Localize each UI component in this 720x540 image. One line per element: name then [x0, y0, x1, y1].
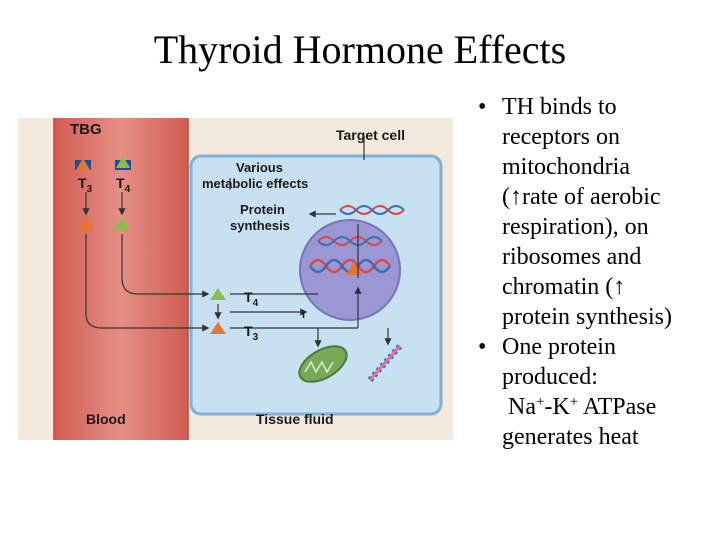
mitochondrion-icon [298, 345, 348, 383]
t3-blood-label: T3 [78, 175, 93, 195]
bullet-line: One protein [502, 334, 616, 360]
formula-plus2: + [569, 394, 579, 410]
various-label-line2: metabolic effects [202, 176, 308, 191]
free-t4-icon [114, 218, 130, 230]
formula-plus1: + [535, 394, 545, 410]
various-label-line1: Various [236, 160, 283, 175]
bullet-line: ribosomes and [502, 244, 642, 270]
tbg-t4-complex-icon [115, 156, 131, 170]
protein-label-line2: synthesis [230, 218, 290, 233]
bullet-line: chromatin (↑ [502, 274, 626, 300]
bullet-line: mitochondria [502, 154, 630, 180]
bullet-dot: • [478, 94, 487, 120]
formula-k: -K [544, 394, 570, 420]
dna-helix-icon [308, 236, 392, 274]
ribosome-strand-icon [367, 344, 403, 382]
diagram-svg: I TBG Target cell T3 T4 Various metaboli… [18, 118, 453, 440]
t4-cell-label: T4 [244, 289, 259, 309]
formula-line: Na+-K+ ATPase [502, 392, 715, 422]
cell-t3-icon [210, 322, 226, 334]
mrna-helix-icon [339, 205, 405, 215]
bullet-line: produced: [502, 364, 598, 390]
cell-t4-icon [210, 288, 226, 300]
bullet-line: receptors on [502, 124, 620, 150]
bullet-line: generates heat [502, 424, 639, 450]
target-cell-label: Target cell [336, 127, 405, 143]
thyroid-hormone-diagram: I TBG Target cell T3 T4 Various metaboli… [18, 118, 453, 440]
free-t3-icon [78, 218, 94, 230]
protein-label-line1: Protein [240, 202, 285, 217]
bullet-item: • One protein produced: Na+-K+ ATPase ge… [470, 332, 715, 452]
bullet-dot: • [478, 334, 487, 360]
blood-label: Blood [86, 411, 126, 427]
tbg-label: TBG [70, 121, 102, 138]
formula-rest: ATPase [578, 394, 657, 420]
slide-title: Thyroid Hormone Effects [153, 27, 567, 72]
tissue-fluid-label: Tissue fluid [256, 411, 334, 427]
bullet-line: TH binds to [502, 94, 617, 120]
blood-vessel [54, 118, 188, 440]
bullet-item: • TH binds to receptors on mitochondria … [470, 92, 715, 332]
formula-na: Na [508, 394, 536, 420]
bullet-list: • TH binds to receptors on mitochondria … [470, 92, 715, 452]
bullet-line: respiration), on [502, 214, 649, 240]
bullet-line: (↑rate of aerobic [502, 184, 661, 210]
bullet-line: protein synthesis) [502, 304, 672, 330]
svg-text:I: I [302, 309, 305, 321]
t4-blood-label: T4 [116, 175, 131, 195]
t3-cell-label: T3 [244, 323, 259, 343]
tbg-t3-complex-icon [75, 158, 91, 170]
